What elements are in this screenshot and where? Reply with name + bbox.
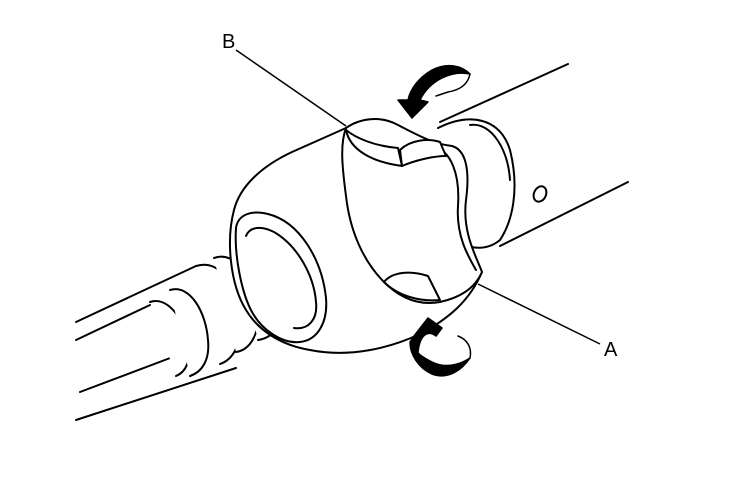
rotation-arrow-top [397,64,471,119]
boot-band [341,118,483,304]
curved-arrow-icon [397,64,471,119]
leader-line-b [235,49,347,127]
left-shaft [75,249,291,421]
callout-label-b: B [222,31,235,53]
curved-arrow-icon [409,317,471,377]
shaft-hole [532,185,548,203]
rotation-arrow-bottom [409,317,472,377]
leader-line-a [477,283,601,345]
callout-label-a: A [604,339,618,361]
